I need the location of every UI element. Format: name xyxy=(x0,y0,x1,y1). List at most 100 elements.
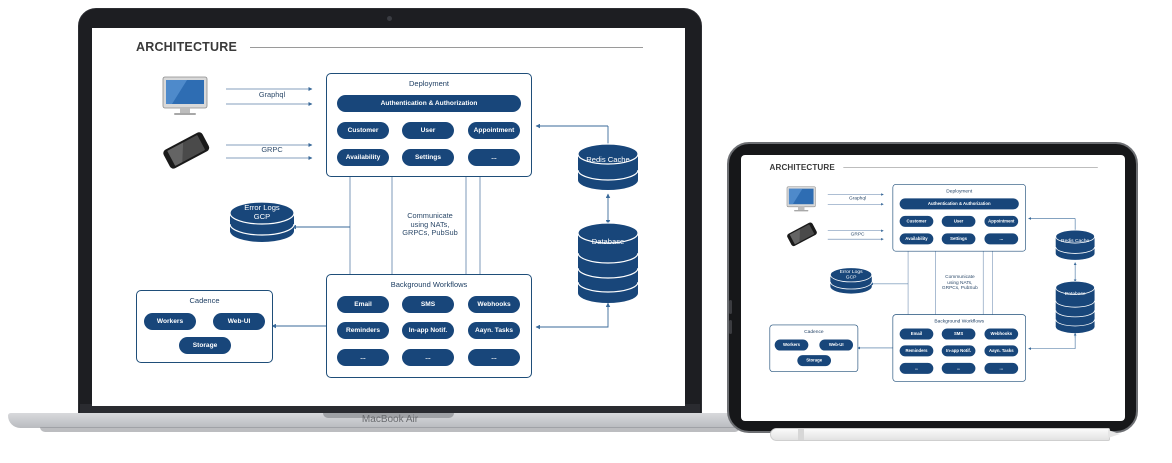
cadence-pill: Web-UI xyxy=(819,339,854,351)
note-line: Communicate xyxy=(945,273,975,280)
redis-cache-cylinder xyxy=(577,143,639,190)
service-pill: ... xyxy=(468,149,520,166)
connector-lines xyxy=(162,76,639,330)
note-line: GRPCs, PubSub xyxy=(941,284,978,291)
database-label: Database xyxy=(591,237,625,246)
workflow-pill: In-app Notif. xyxy=(402,322,454,339)
note-line: Communicate xyxy=(407,211,453,220)
deployment-title: Deployment xyxy=(946,188,973,194)
workflow-pill: Webhooks xyxy=(984,328,1019,340)
service-pill: Availability xyxy=(899,233,934,245)
workflow-pill: ... xyxy=(984,362,1019,374)
workflow-pill: Aayn. Tasks xyxy=(984,345,1019,357)
background-title: Background Workflows xyxy=(390,280,468,289)
service-pill: ... xyxy=(984,233,1019,245)
database-label: Database xyxy=(1064,290,1086,297)
database-cylinder xyxy=(1055,280,1095,334)
workflow-pill: Email xyxy=(337,296,389,313)
cadence-panel: Cadence Workers Web-UI Storage xyxy=(769,324,859,372)
note-line: using NATs, xyxy=(410,219,450,229)
cadence-pill: Storage xyxy=(797,355,832,367)
architecture-diagram: ARCHITECTURE xyxy=(92,28,685,406)
camera-icon xyxy=(387,16,392,21)
workflow-pill: Reminders xyxy=(899,345,934,357)
grpc-label: GRPC xyxy=(261,145,283,154)
cadence-title: Cadence xyxy=(189,296,220,305)
error-logs-line: GCP xyxy=(845,273,857,280)
tablet-volume-button xyxy=(729,300,732,314)
workflow-pill: Webhooks xyxy=(468,296,520,313)
auth-pill: Authentication & Authorization xyxy=(337,95,521,112)
redis-label: Redis Cache xyxy=(1061,237,1090,244)
service-pill: Appointment xyxy=(468,122,520,139)
communicate-note: Communicate using NATs, GRPCs, PubSub xyxy=(394,211,466,238)
service-pill: Customer xyxy=(899,215,934,227)
error-logs-label: Error Logs GCP xyxy=(832,269,871,280)
background-workflows-panel: Background Workflows Email SMS Webhooks … xyxy=(326,274,532,378)
architecture-diagram: ARCHITECTURE xyxy=(741,155,1125,400)
redis-cache-cylinder xyxy=(1055,229,1095,260)
cadence-title: Cadence xyxy=(804,328,824,335)
background-title: Background Workflows xyxy=(934,318,985,325)
error-logs-line: Error Logs xyxy=(839,268,863,275)
workflow-pill: Email xyxy=(899,328,934,340)
laptop-screen: ARCHITECTURE xyxy=(92,28,685,406)
deployment-panel: Deployment Authentication & Authorizatio… xyxy=(326,73,532,177)
note-line: GRPCs, PubSub xyxy=(402,228,458,237)
laptop-bezel-bottom xyxy=(80,404,700,415)
workflow-pill: ... xyxy=(941,362,976,374)
diagram-title: ARCHITECTURE xyxy=(136,40,238,54)
service-pill: Settings xyxy=(402,149,454,166)
service-pill: Settings xyxy=(941,233,976,245)
workflow-pill: SMS xyxy=(402,296,454,313)
redis-label: Redis Cache xyxy=(586,155,630,164)
database-cylinder xyxy=(577,222,639,303)
workflow-pill: ... xyxy=(468,349,520,366)
workflow-pill: ... xyxy=(899,362,934,374)
service-pill: User xyxy=(941,215,976,227)
workflow-pill: ... xyxy=(402,349,454,366)
workflow-pill: Aayn. Tasks xyxy=(468,322,520,339)
workflow-pill: ... xyxy=(337,349,389,366)
error-logs-label: Error Logs GCP xyxy=(232,203,292,221)
background-workflows-panel: Background Workflows Email SMS Webhooks … xyxy=(892,314,1026,382)
tablet-screen: ARCHITECTURE xyxy=(741,155,1125,421)
cadence-panel: Cadence Workers Web-UI Storage xyxy=(136,290,273,363)
deployment-title: Deployment xyxy=(408,79,450,88)
error-logs-cylinder xyxy=(829,267,873,294)
communicate-note: Communicate using NATs, GRPCs, PubSub xyxy=(937,274,984,291)
service-pill: Appointment xyxy=(984,215,1019,227)
desktop-monitor-icon xyxy=(786,186,816,212)
workflow-pill: Reminders xyxy=(337,322,389,339)
stylus-band xyxy=(798,429,804,440)
desktop-monitor-icon xyxy=(162,76,208,115)
title-rule xyxy=(250,47,643,48)
cadence-pill: Storage xyxy=(179,337,231,354)
service-pill: Customer xyxy=(337,122,389,139)
connector-lines xyxy=(786,186,1095,351)
error-logs-line: GCP xyxy=(253,211,271,221)
laptop-notch xyxy=(323,413,454,418)
smartphone-icon xyxy=(787,222,817,247)
stylus-pencil xyxy=(770,428,1110,441)
laptop-brand: MacBook Air xyxy=(361,414,419,425)
title-rule xyxy=(843,167,1098,168)
error-logs-cylinder xyxy=(229,201,295,242)
workflow-pill: SMS xyxy=(941,328,976,340)
service-pill: User xyxy=(402,122,454,139)
graphql-label: Graphql xyxy=(849,195,867,201)
cadence-pill: Workers xyxy=(774,339,809,351)
smartphone-icon xyxy=(163,132,210,169)
stylus-tip xyxy=(1108,430,1120,438)
tablet-volume-button xyxy=(729,320,732,334)
cadence-pill: Web-UI xyxy=(213,313,265,330)
graphql-label: Graphql xyxy=(258,90,286,99)
service-pill: Availability xyxy=(337,149,389,166)
deployment-panel: Deployment Authentication & Authorizatio… xyxy=(892,184,1026,252)
grpc-label: GRPC xyxy=(850,230,865,237)
error-logs-line: Error Logs xyxy=(244,203,280,212)
diagram-title: ARCHITECTURE xyxy=(769,162,835,172)
laptop-shadow xyxy=(40,427,740,432)
workflow-pill: In-app Notif. xyxy=(941,345,976,357)
auth-pill: Authentication & Authorization xyxy=(899,198,1019,210)
